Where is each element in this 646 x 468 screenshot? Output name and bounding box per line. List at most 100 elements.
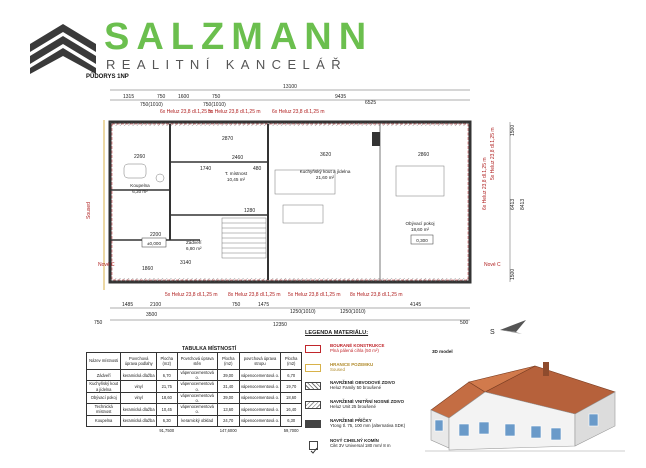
legend-item-desc: Ytong tl. 75, 100 mm (alternativa SDK) (330, 423, 406, 429)
room-tmistnost: T. místnost (225, 171, 248, 176)
dim-inner-8: 2260 (134, 154, 145, 160)
dim-bottom-1: 1485 (122, 302, 133, 308)
table-cell: 10,45 (155, 403, 178, 416)
level-zero: ±0,000 (147, 241, 161, 246)
dim-top-2: 750 (157, 94, 166, 100)
legend-item-desc: Plná pálená cihla (50 m²) (330, 348, 379, 354)
brand-name: SALZMANN (104, 16, 374, 58)
table-cell: 39,00 (216, 368, 240, 382)
demolish-outline (111, 123, 469, 281)
dim-top-4: 750 (212, 94, 221, 100)
legend-swatch-chimney-icon (309, 441, 318, 454)
dim-inner-13: 1860 (142, 266, 153, 272)
room-obyvaci-area: 18,60 m² (411, 227, 430, 232)
table-cell: keramická dlažba (120, 368, 157, 382)
legend-item: BOURANÉ KONSTRUKCE Plná pálená cihla (50… (330, 343, 384, 353)
table-cell: 19,70 (280, 380, 302, 393)
dim-top-3: 1600 (178, 94, 189, 100)
window-label-5: 8x Heluz 23,8 dl.1,25 m (228, 292, 281, 298)
exterior-wall (108, 120, 472, 284)
table-cell (239, 425, 281, 435)
toilet (155, 173, 165, 183)
table-totals-row: 91,7500 147,6000 59,7000 (86, 425, 302, 435)
table-cell: 13,60 (216, 403, 240, 416)
legend-item: NAVRŽENÉ OBVODOVÉ ZDIVO Heluz Family 50 … (330, 380, 395, 390)
logo-icon (30, 24, 96, 74)
legend-item-name: NAVRŽENÉ VNITŘNÍ NOSNÉ ZDIVO (330, 399, 405, 404)
kitchen-counter (274, 169, 336, 195)
table-cell: vápenocementová o. (176, 403, 218, 416)
window-label-6: 5x Heluz 23,8 dl.1,25 m (288, 292, 341, 298)
table-cell: Kuchyňský kout a jídelna (85, 380, 122, 393)
dim-left-side: 750 (94, 320, 103, 326)
dim-overall-top: 13100 (283, 84, 297, 90)
window-label-9: 5x Heluz 23,8 dl.1,25 m (490, 127, 496, 180)
label-soused: Soused (86, 202, 92, 219)
dim-top-window-1: 750(1010) (140, 102, 163, 108)
table-cell: 6,70 (280, 368, 302, 382)
table-cell: vápenocementová o. (238, 380, 282, 393)
dim-right-1: 1500 (510, 125, 516, 136)
room-obyvaci: Obývací pokoj (405, 221, 434, 226)
room-tmistnost-area: 10,45 m² (227, 177, 246, 182)
col-header: Název místnosti (85, 352, 122, 370)
table-row: Koupelna keramická dlažba 6,30 keramický… (85, 414, 302, 427)
dim-inner-3: 2860 (418, 152, 429, 158)
col-header: Plocha (m2) (155, 352, 178, 370)
dim-inner-2: 3620 (320, 152, 331, 158)
legend-item-desc: Soused (330, 367, 345, 373)
table-row: Obývací pokoj vinyl 18,60 vápenocementov… (85, 391, 302, 405)
table-cell: 31,40 (216, 380, 240, 393)
table-cell: vápenocementová o. (176, 368, 218, 382)
stairs (221, 217, 267, 259)
room-kuchyn: Kuchyňský kout a jídelna (300, 169, 351, 174)
rooms-table: Název místnosti Povrchová úprava podlahy… (85, 352, 302, 435)
legend-item-name: HRANICE POZEMKU (330, 362, 374, 367)
dim-bottom-9: 500 (460, 320, 469, 326)
table-cell (86, 425, 121, 435)
brand-subtitle: REALITNÍ KANCELÁŘ (106, 57, 348, 72)
floor-plan: 13100 1315 750 1600 750 9435 6525 750(10… (86, 84, 526, 328)
dim-inner-10: 1280 (244, 208, 255, 214)
col-header: Povrchová úprava stěn (176, 352, 218, 370)
table-cell: 39,00 (216, 391, 240, 405)
legend-swatch-partition (305, 420, 321, 428)
table-cell: Obývací pokoj (85, 391, 122, 405)
dim-bottom-7: 1250(1010) (340, 309, 366, 315)
table-cell: vinyl (120, 380, 157, 393)
table-cell: 59,7000 (280, 425, 302, 435)
table-cell (177, 425, 218, 435)
dim-bottom-4: 750 (232, 302, 241, 308)
dim-right-3: 8413 (520, 199, 526, 210)
room-koupelna: Koupelna (130, 183, 150, 188)
table-cell: vápenocementová o. (238, 414, 282, 427)
legend-item-name: NAVRŽENÉ OBVODOVÉ ZDIVO (330, 380, 396, 385)
model-title: 3D model (432, 349, 453, 354)
table-cell: 24,70 (216, 414, 240, 427)
room-zadveri-area: 6,80 m² (186, 246, 202, 251)
table-cell: Technická místnost (85, 403, 122, 416)
col-header: povrchová úprava stropu (238, 352, 282, 370)
legend-title: LEGENDA MATERIÁLU: (305, 330, 369, 336)
legend-item-name: BOURANÉ KONSTRUKCE (330, 343, 385, 348)
dim-inner-5: 2460 (232, 155, 243, 161)
legend-swatch-demolish (305, 345, 321, 353)
table-cell: 6,70 (155, 368, 178, 382)
dim-top-window-2: 750(1010) (203, 102, 226, 108)
axis-c-right: Nové C (484, 262, 501, 268)
dim-right-2: 6413 (510, 199, 516, 210)
dim-bottom-3: 3500 (146, 312, 157, 318)
house-3d-model (425, 362, 625, 452)
table-cell: vinyl (120, 391, 157, 405)
table-cell: vápenocementová o. (238, 391, 282, 405)
legend-swatch-outer-wall (305, 382, 321, 390)
dim-inner-6: 480 (253, 166, 262, 172)
legend-item-desc: Cikt 3V Universal 180 mm/ 8 m (330, 443, 391, 449)
table-cell: 91,7500 (156, 425, 178, 435)
table-cell: keramická dlažba (120, 403, 157, 416)
legend-item: NAVRŽENÉ VNITŘNÍ NOSNÉ ZDIVO Heluz Unit … (330, 399, 404, 409)
window-label-2: 5x Heluz 23,8 dl.1,25 m (208, 109, 261, 115)
dim-right-4: 1500 (510, 269, 516, 280)
window-label-3: 6x Heluz 23,8 dl.1,25 m (272, 109, 325, 115)
table-row: Zádveří keramická dlažba 6,70 vápenoceme… (85, 368, 302, 382)
